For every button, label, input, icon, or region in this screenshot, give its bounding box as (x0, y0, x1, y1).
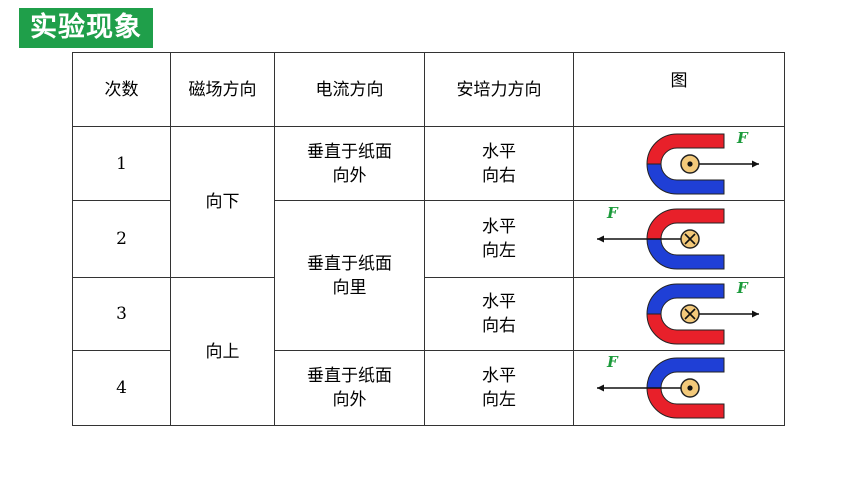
horseshoe-magnet-diagram: F (597, 204, 725, 270)
table-row: 4 垂直于纸面 向外 水平 向左 F (72, 350, 785, 426)
figure-cell: F (573, 126, 785, 201)
magnet-figure: F (574, 204, 784, 274)
force-arrow-head-icon (752, 310, 759, 318)
current-out-dot-icon (687, 160, 693, 167)
current-in-cross-icon (684, 308, 696, 320)
force-line1: 水平 (482, 141, 516, 162)
current-line2: 向里 (332, 277, 367, 298)
table-row: 1 向下 垂直于纸面 向外 水平 向右 F (72, 126, 785, 278)
row-number: 2 (72, 200, 171, 278)
row-number: 3 (72, 277, 171, 351)
current-line2: 向外 (332, 165, 367, 186)
force-label: F (606, 353, 619, 371)
horseshoe-magnet-diagram: F (646, 279, 759, 345)
horseshoe-magnet-diagram: F (597, 353, 725, 419)
force-line1: 水平 (482, 217, 516, 237)
force-label: F (736, 279, 749, 297)
experiment-table: 次数 磁场方向 电流方向 安培力方向 图 1 向下 垂直于纸面 向外 水平 向右… (72, 52, 785, 426)
force-direction-cell: 水平 向左 (424, 200, 574, 278)
header-force-direction: 安培力方向 (424, 52, 574, 127)
force-direction-cell: 水平 向右 (424, 277, 574, 351)
row-number: 4 (72, 350, 171, 426)
table-row: 2 垂直于纸面 向里 水平 向左 F (72, 200, 785, 351)
header-field-direction: 磁场方向 (170, 52, 275, 127)
force-line2: 向左 (482, 390, 516, 410)
force-label: F (736, 129, 749, 147)
figure-cell: F (573, 350, 785, 426)
current-direction-cell: 垂直于纸面 向外 (274, 350, 425, 426)
force-direction-cell: 水平 向左 (424, 350, 574, 426)
current-out-dot-icon (687, 385, 693, 391)
header-row: 次数 磁场方向 电流方向 安培力方向 图 (72, 52, 785, 127)
current-line1: 垂直于纸面 (307, 366, 392, 386)
force-arrow-head-icon (597, 384, 604, 392)
force-direction-cell: 水平 向右 (424, 126, 574, 201)
field-direction-cell: 向上 (170, 277, 275, 426)
magnet-figure: F (574, 353, 784, 423)
figure-cell: F (573, 277, 785, 351)
magnet-lower-half (646, 313, 725, 345)
figure-cell: F (573, 200, 785, 278)
header-current-direction: 电流方向 (274, 52, 425, 127)
current-line1: 垂直于纸面 (307, 141, 392, 162)
current-direction-cell: 垂直于纸面 向外 (274, 126, 425, 201)
row-number: 1 (72, 126, 171, 201)
header-count: 次数 (72, 52, 171, 127)
force-label: F (606, 204, 619, 222)
horseshoe-magnet-diagram: F (646, 129, 759, 194)
header-figure: 图 (573, 52, 785, 127)
magnet-figure: F (574, 129, 784, 199)
force-line2: 向右 (482, 316, 516, 336)
force-line1: 水平 (482, 292, 516, 312)
current-direction-cell: 垂直于纸面 向里 (274, 200, 425, 351)
force-line2: 向左 (482, 241, 516, 261)
force-arrow-head-icon (752, 160, 759, 167)
current-in-cross-icon (684, 233, 696, 245)
table-row: 3 向上 水平 向右 F (72, 277, 785, 426)
section-title: 实验现象 (19, 8, 153, 48)
force-line1: 水平 (482, 366, 516, 386)
magnet-lower-half (646, 163, 725, 194)
magnet-figure: F (574, 279, 784, 349)
current-line1: 垂直于纸面 (307, 253, 392, 274)
force-arrow-head-icon (597, 235, 604, 243)
field-direction-cell: 向下 (170, 126, 275, 278)
current-line2: 向外 (332, 390, 367, 410)
force-line2: 向右 (482, 165, 516, 186)
